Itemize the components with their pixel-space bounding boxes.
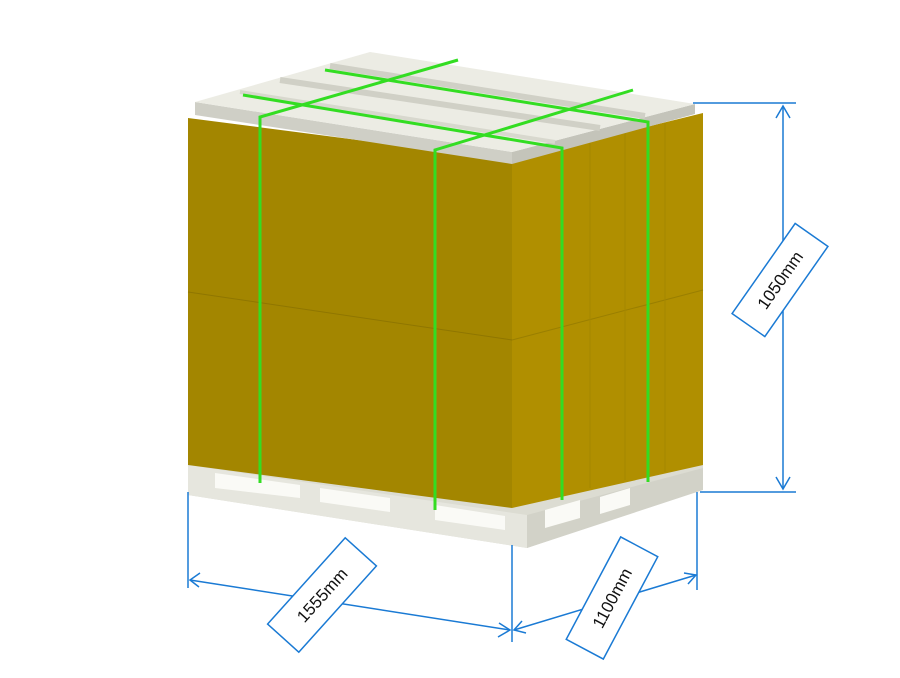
straps [242, 58, 650, 510]
width-label-box: 1100mm [565, 535, 659, 661]
cargo-side-face [512, 113, 703, 508]
height-label-box: 1050mm [731, 222, 829, 338]
cargo-front-face [188, 118, 512, 508]
pallet-base [188, 462, 703, 548]
top-lid [195, 52, 695, 164]
length-dimension [187, 492, 513, 642]
